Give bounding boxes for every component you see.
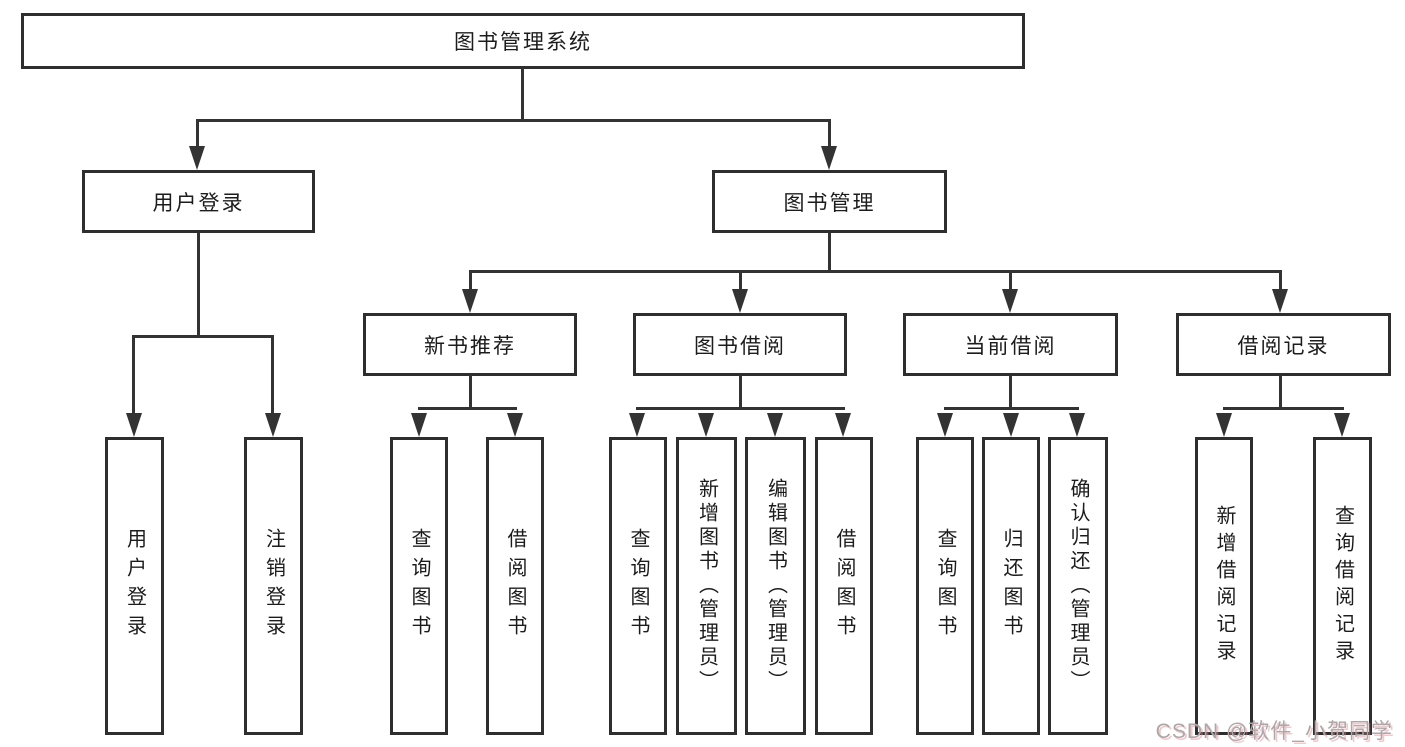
connector-root-stem: [521, 68, 524, 121]
node-root-label: 图书管理系统: [454, 31, 592, 54]
connector-book-mgmt-stem: [828, 233, 831, 272]
leaf-borrow-books-1: 借阅图书: [486, 437, 544, 735]
arrow-down-icon: [1002, 289, 1018, 313]
arrow-down-icon: [1272, 289, 1288, 313]
connector-book-borrow-stem: [739, 375, 742, 409]
arrow-down-icon: [629, 413, 645, 437]
node-new-books-label: 新书推荐: [424, 334, 516, 358]
leaf-query-borrow-record-label: 查询借阅记录: [1331, 505, 1354, 667]
leaf-edit-books-admin-label: 编辑图书（管理员）: [764, 478, 787, 694]
arrow-down-icon: [265, 413, 281, 437]
connector-drop-user-login: [196, 119, 199, 148]
leaf-add-borrow-record-label: 新增借阅记录: [1213, 505, 1235, 667]
node-current-borrow: 当前借阅: [903, 313, 1118, 376]
node-book-mgmt: 图书管理: [712, 170, 947, 233]
leaf-borrow-books-1-label: 借阅图书: [504, 528, 526, 644]
connector-drop-book-mgmt: [828, 119, 831, 148]
leaf-query-borrow-record: 查询借阅记录: [1313, 437, 1372, 735]
leaf-query-books-2: 查询图书: [609, 437, 667, 735]
connector-user-login-branch: [133, 335, 274, 338]
arrow-down-icon: [1216, 413, 1232, 437]
leaf-confirm-return-admin-label: 确认归还（管理员）: [1067, 478, 1089, 694]
leaf-return-books-label: 归还图书: [1000, 528, 1022, 644]
connector-new-books-branch: [418, 407, 517, 410]
leaf-logout: 注销登录: [244, 437, 303, 735]
leaf-return-books: 归还图书: [982, 437, 1040, 735]
node-book-borrow-label: 图书借阅: [694, 334, 786, 358]
arrow-down-icon: [821, 146, 837, 170]
leaf-add-borrow-record: 新增借阅记录: [1195, 437, 1253, 735]
node-user-login-group: 用户登录: [82, 170, 315, 233]
arrow-down-icon: [126, 413, 142, 437]
leaf-borrow-books-2: 借阅图书: [815, 437, 873, 735]
leaf-query-books-3: 查询图书: [916, 437, 974, 735]
arrow-down-icon: [732, 289, 748, 313]
connector-drop-book-borrow: [739, 270, 742, 291]
connector-book-mgmt-branch: [470, 270, 1281, 273]
connector-borrow-records-branch: [1223, 407, 1344, 410]
connector-drop-logout: [271, 335, 274, 415]
node-book-borrow: 图书借阅: [633, 313, 847, 376]
leaf-query-books-3-label: 查询图书: [934, 528, 956, 644]
arrow-down-icon: [189, 146, 205, 170]
leaf-confirm-return-admin: 确认归还（管理员）: [1048, 437, 1108, 735]
leaf-user-login: 用户登录: [105, 437, 164, 735]
leaf-logout-label: 注销登录: [262, 528, 285, 644]
arrow-down-icon: [411, 413, 427, 437]
arrow-down-icon: [507, 413, 523, 437]
connector-drop-login: [132, 335, 135, 415]
connector-borrow-records-stem: [1279, 375, 1282, 409]
connector-book-borrow-branch: [636, 407, 845, 410]
connector-current-borrow-branch: [944, 407, 1079, 410]
connector-root-branch: [197, 119, 830, 122]
leaf-user-login-label: 用户登录: [123, 528, 146, 644]
leaf-add-books-admin: 新增图书（管理员）: [676, 437, 737, 735]
arrow-down-icon: [1003, 413, 1019, 437]
leaf-query-books-1: 查询图书: [390, 437, 448, 735]
connector-user-login-stem: [197, 233, 200, 337]
arrow-down-icon: [698, 413, 714, 437]
node-borrow-records: 借阅记录: [1176, 313, 1391, 376]
leaf-edit-books-admin: 编辑图书（管理员）: [745, 437, 806, 735]
arrow-down-icon: [767, 413, 783, 437]
connector-drop-borrow-records: [1279, 270, 1282, 291]
leaf-add-books-admin-label: 新增图书（管理员）: [695, 478, 718, 694]
arrow-down-icon: [1069, 413, 1085, 437]
node-user-login-group-label: 用户登录: [152, 191, 245, 215]
connector-drop-new-books: [469, 270, 472, 291]
connector-current-borrow-stem: [1009, 375, 1012, 409]
node-current-borrow-label: 当前借阅: [964, 334, 1057, 358]
arrow-down-icon: [937, 413, 953, 437]
leaf-query-books-2-label: 查询图书: [627, 528, 649, 644]
connector-drop-current-borrow: [1009, 270, 1012, 291]
arrow-down-icon: [462, 289, 478, 313]
node-new-books: 新书推荐: [363, 313, 577, 376]
arrow-down-icon: [1334, 413, 1350, 437]
node-book-mgmt-label: 图书管理: [783, 191, 876, 215]
leaf-query-books-1-label: 查询图书: [408, 528, 430, 644]
leaf-borrow-books-2-label: 借阅图书: [833, 528, 855, 644]
node-root: 图书管理系统: [21, 13, 1025, 69]
node-borrow-records-label: 借阅记录: [1237, 334, 1330, 358]
connector-new-books-stem: [469, 375, 472, 409]
csdn-watermark: CSDN @软件_小贺同学: [1155, 720, 1393, 743]
arrow-down-icon: [835, 413, 851, 437]
